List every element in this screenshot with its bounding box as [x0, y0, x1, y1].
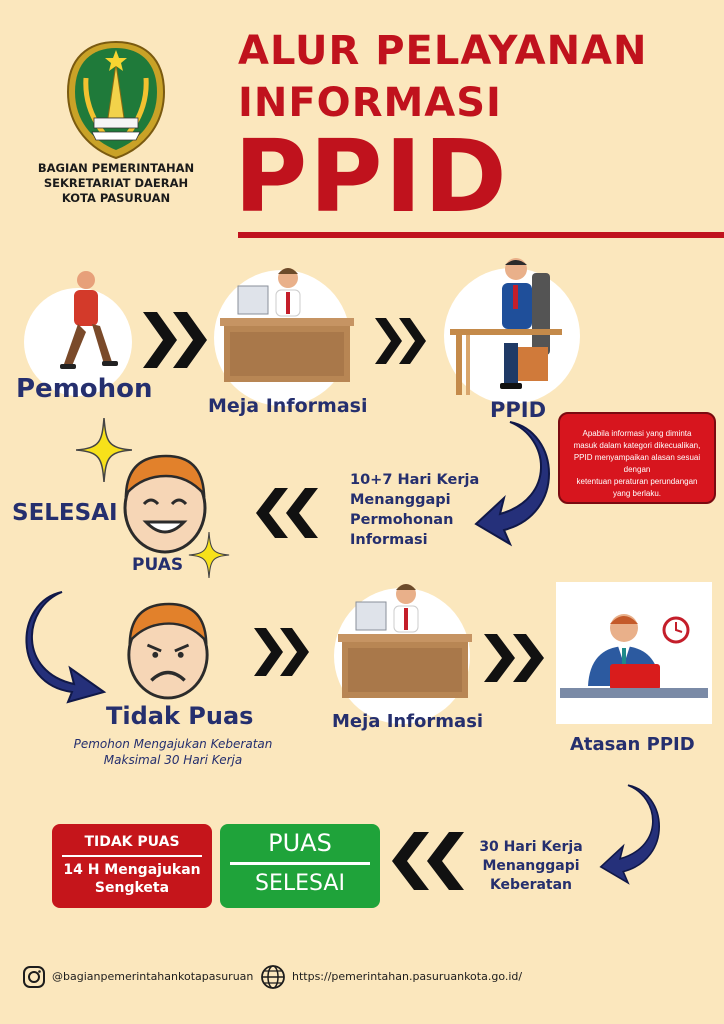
tidak-puas-sengketa-box: TIDAK PUAS 14 H Mengajukan Sengketa: [52, 824, 212, 908]
walking-person-icon: [60, 271, 118, 369]
atasan-ppid-label: Atasan PPID: [570, 734, 695, 755]
curved-arrow-down-left-icon-2: [599, 784, 660, 885]
green-box-divider: [230, 862, 370, 865]
green-box-line-1: PUAS: [268, 829, 332, 857]
happy-face-icon: [123, 454, 207, 554]
objection-line-2: Maksimal 30 Hari Kerja: [103, 753, 243, 767]
red-box-line-1: 14 H Mengajukan: [63, 862, 201, 878]
note-line-1: Apabila informasi yang diminta: [582, 429, 692, 438]
response-30-text: 30 Hari Kerja Menanggapi Keberatan: [476, 838, 586, 895]
note-line-2: masuk dalam kategori dikecualikan,: [573, 441, 701, 450]
note-line-5: yang berlaku.: [612, 489, 662, 498]
respond-line-2: Menanggapi: [350, 492, 451, 508]
double-chevron-right-icon-4: [484, 634, 544, 682]
pemohon-label: Pemohon: [16, 374, 153, 404]
curved-arrow-down-left-icon: [474, 421, 550, 547]
sparkle-icon-small: [188, 532, 230, 578]
front-desk-officer-icon-2: [338, 584, 472, 698]
website-link[interactable]: https://pemerintahan.pasuruankota.go.id/: [292, 970, 523, 983]
objection-line-1: Pemohon Mengajukan Keberatan: [73, 737, 273, 751]
objection-text: Pemohon Mengajukan Keberatan Maksimal 30…: [42, 736, 304, 768]
double-chevron-right-icon: [143, 312, 207, 368]
selesai-label: SELESAI: [12, 500, 118, 526]
respond-text: 10+7 Hari Kerja Menanggapi Permohonan In…: [350, 470, 479, 550]
note-line-3: PPID menyampaikan alasan sesuai dengan: [573, 453, 701, 474]
org-name: BAGIAN PEMERINTAHAN SEKRETARIAT DAERAH K…: [18, 161, 214, 206]
puas-label: PUAS: [132, 555, 184, 575]
respond-line-1: 10+7 Hari Kerja: [350, 472, 480, 488]
double-chevron-right-icon-2: [375, 318, 426, 364]
sad-face-icon: [127, 602, 209, 700]
response-30-line-2: Menanggapi: [482, 858, 580, 874]
note-line-4: ketentuan peraturan perundangan: [576, 477, 698, 486]
tidak-puas-label: Tidak Puas: [106, 702, 254, 730]
puas-selesai-box: PUAS SELESAI: [220, 824, 380, 908]
atasan-officer-icon: [560, 614, 708, 698]
page-title: PPID: [234, 118, 509, 235]
ppid-label: PPID: [490, 398, 547, 422]
red-box-line-2: Sengketa: [94, 880, 170, 896]
green-box-line-2: SELESAI: [255, 871, 345, 896]
title-line-1: ALUR PELAYANAN: [238, 28, 648, 74]
meja-informasi-label-2: Meja Informasi: [332, 711, 484, 732]
org-line-2: SEKRETARIAT DAERAH: [43, 176, 189, 190]
title-divider: [238, 232, 724, 238]
sparkle-icon: [76, 418, 132, 482]
instagram-handle[interactable]: @bagianpemerintahankotapasuruan: [52, 970, 254, 983]
title-line-2: INFORMASI: [238, 80, 502, 126]
double-chevron-left-icon-2: [392, 832, 464, 890]
globe-icon: [261, 965, 285, 989]
org-line-1: BAGIAN PEMERINTAHAN: [37, 161, 195, 175]
respond-line-3: Permohonan: [350, 512, 454, 528]
curved-arrow-down-right-icon: [25, 591, 107, 704]
double-chevron-left-icon: [256, 488, 318, 538]
ppid-officer-icon: [450, 258, 562, 395]
instagram-icon: [23, 966, 45, 988]
kota-pasuruan-emblem: [66, 40, 166, 160]
respond-line-4: Informasi: [350, 532, 428, 548]
org-line-3: KOTA PASURUAN: [61, 191, 171, 205]
response-30-line-1: 30 Hari Kerja: [479, 839, 583, 855]
response-30-line-3: Keberatan: [489, 877, 573, 893]
front-desk-officer-icon: [220, 268, 354, 382]
double-chevron-right-icon-3: [254, 628, 309, 676]
red-box-heading: TIDAK PUAS: [84, 834, 180, 850]
meja-informasi-label-1: Meja Informasi: [208, 395, 368, 417]
exception-note-box: Apabila informasi yang diminta masuk dal…: [558, 412, 716, 504]
red-box-divider: [62, 855, 202, 857]
